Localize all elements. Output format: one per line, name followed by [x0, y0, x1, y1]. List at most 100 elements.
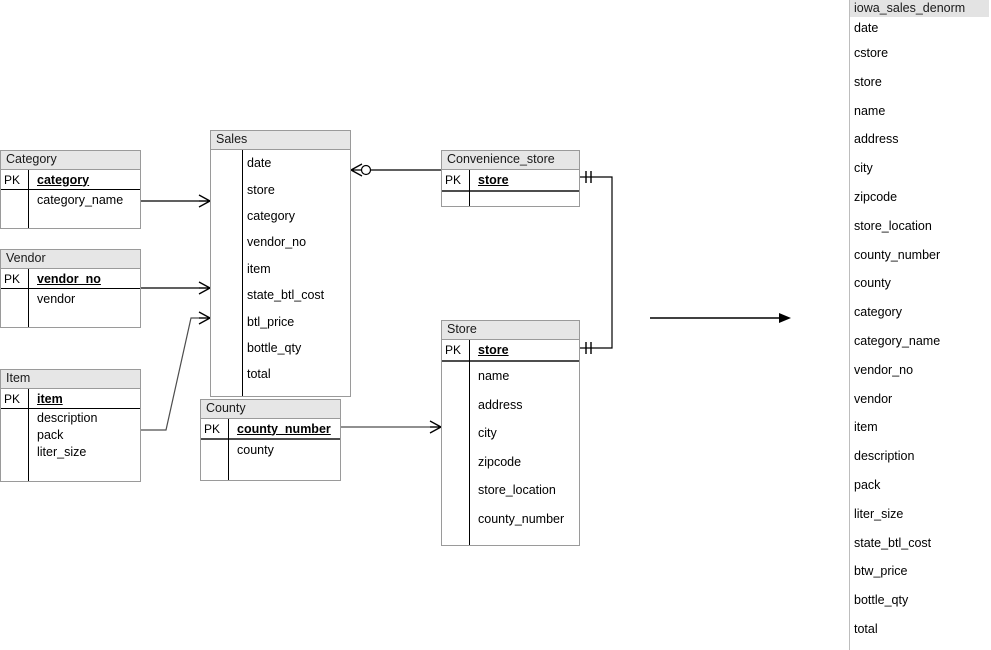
attribute-row: bottle_qty [211, 335, 350, 361]
attribute-name: category [247, 208, 295, 223]
attribute-name: liter_size [37, 444, 87, 459]
entity-county[interactable]: County PK county_number county [200, 399, 341, 481]
denormalized-column-row: total [854, 621, 878, 636]
denormalized-column-row: cstore [854, 46, 889, 60]
attribute-name: city [478, 426, 497, 441]
denormalized-column-row: store [854, 74, 882, 89]
denormalized-column-row: bottle_qty [854, 593, 909, 608]
attribute-row: vendor [1, 289, 140, 309]
entity-item-body: PK item description pack liter_size [1, 389, 140, 481]
attribute-row: zipcode [442, 448, 579, 477]
attribute-name: vendor_no [247, 235, 307, 250]
pk-separator [201, 438, 340, 440]
attribute-name: store [478, 343, 509, 357]
entity-vendor[interactable]: Vendor PK vendor_no vendor [0, 249, 141, 328]
entity-sales-body: date store category vendor_no item state… [211, 150, 350, 396]
attribute-row: PK store [442, 340, 579, 360]
entity-sales[interactable]: Sales date store category vendor_no item [210, 130, 351, 397]
crowsfoot-category-sales [198, 194, 211, 208]
attribute-row: PK county_number [201, 419, 340, 438]
attribute-name: county_number [237, 421, 331, 436]
attribute-name: btl_price [247, 314, 295, 329]
attribute-key: PK [4, 172, 21, 187]
entity-category-body: PK category category_name [1, 170, 140, 228]
entity-category-title: Category [1, 151, 140, 170]
attribute-name: vendor [37, 292, 76, 306]
denormalized-column-row: item [854, 420, 878, 435]
attribute-key: PK [4, 391, 21, 406]
entity-filler [201, 460, 340, 480]
denormalized-column-row: vendor_no [854, 362, 914, 377]
crowsfoot-vendor-sales [198, 281, 211, 295]
attribute-name: bottle_qty [247, 340, 302, 355]
attribute-row: PK item [1, 389, 140, 408]
denormalized-column-row: store_location [854, 218, 932, 233]
zero-marker-sales-convenience-store [360, 164, 372, 176]
denormalized-table-title: iowa_sales_denorm [850, 0, 989, 17]
attribute-row: vendor_no [211, 229, 350, 255]
attribute-row: store_location [442, 476, 579, 505]
denormalized-column-row: state_btl_cost [854, 535, 932, 550]
attribute-row: county [201, 440, 340, 460]
attribute-name: county [237, 443, 274, 457]
pk-separator [1, 408, 140, 409]
entity-convenience-store[interactable]: Convenience_store PK store [441, 150, 580, 207]
attribute-key: PK [204, 421, 221, 436]
attribute-key: PK [4, 271, 21, 286]
entity-store-title: Store [442, 321, 579, 340]
attribute-name: store [478, 173, 509, 187]
attribute-name: description [37, 410, 98, 425]
attribute-row: liter_size [1, 443, 140, 460]
attribute-row: PK vendor_no [1, 269, 140, 288]
entity-item-title: Item [1, 370, 140, 389]
entity-sales-title: Sales [211, 131, 350, 150]
attribute-row: store [211, 176, 350, 202]
denormalized-column-row: county_number [854, 247, 941, 262]
entity-item[interactable]: Item PK item description pack liter_size [0, 369, 141, 482]
denormalized-column-row: vendor [854, 391, 893, 406]
denormalized-column-row: date [854, 21, 879, 35]
attribute-name: category_name [37, 193, 124, 207]
crowsfoot-sales-convenience-store [350, 163, 363, 177]
crowsfoot-item-sales [198, 311, 211, 325]
attribute-name: address [478, 397, 523, 412]
entity-category[interactable]: Category PK category category_name [0, 150, 141, 229]
entity-county-body: PK county_number county [201, 419, 340, 480]
denormalized-column-row: address [854, 132, 899, 147]
attribute-name: date [247, 156, 272, 171]
attribute-name: store [247, 182, 275, 197]
attribute-name: name [478, 369, 510, 384]
entity-filler [211, 388, 350, 396]
attribute-row: description [1, 409, 140, 426]
denormalized-column-row: name [854, 103, 886, 118]
entity-filler [442, 192, 579, 206]
pk-separator [442, 360, 579, 362]
attribute-name: pack [37, 427, 64, 442]
attribute-name: state_btl_cost [247, 288, 325, 303]
pk-separator [1, 189, 140, 190]
entity-filler [1, 460, 140, 481]
entity-store[interactable]: Store PK store name address city zipcode [441, 320, 580, 546]
attribute-name: item [247, 261, 271, 276]
attribute-row: city [442, 419, 579, 448]
attribute-name: store_location [478, 483, 556, 498]
attribute-row: item [211, 256, 350, 282]
denormalized-column-row: zipcode [854, 189, 898, 204]
denormalize-arrow-head [779, 313, 791, 323]
entity-convenience-store-title: Convenience_store [442, 151, 579, 170]
attribute-name: total [247, 367, 271, 382]
crowsfoot-county-store [429, 420, 442, 434]
denormalized-column-row: liter_size [854, 506, 904, 521]
attribute-row: pack [1, 426, 140, 443]
attribute-key: PK [445, 173, 462, 187]
denormalized-table-panel[interactable]: iowa_sales_denorm date cstore store name add… [849, 0, 991, 650]
entity-filler [1, 309, 140, 327]
entity-filler [442, 533, 579, 545]
attribute-row: category_name [1, 190, 140, 210]
entity-county-title: County [201, 400, 340, 419]
attribute-row: state_btl_cost [211, 282, 350, 308]
denormalized-column-row: county [854, 276, 891, 291]
denormalized-column-row: description [854, 449, 915, 464]
attribute-name: zipcode [478, 454, 522, 469]
